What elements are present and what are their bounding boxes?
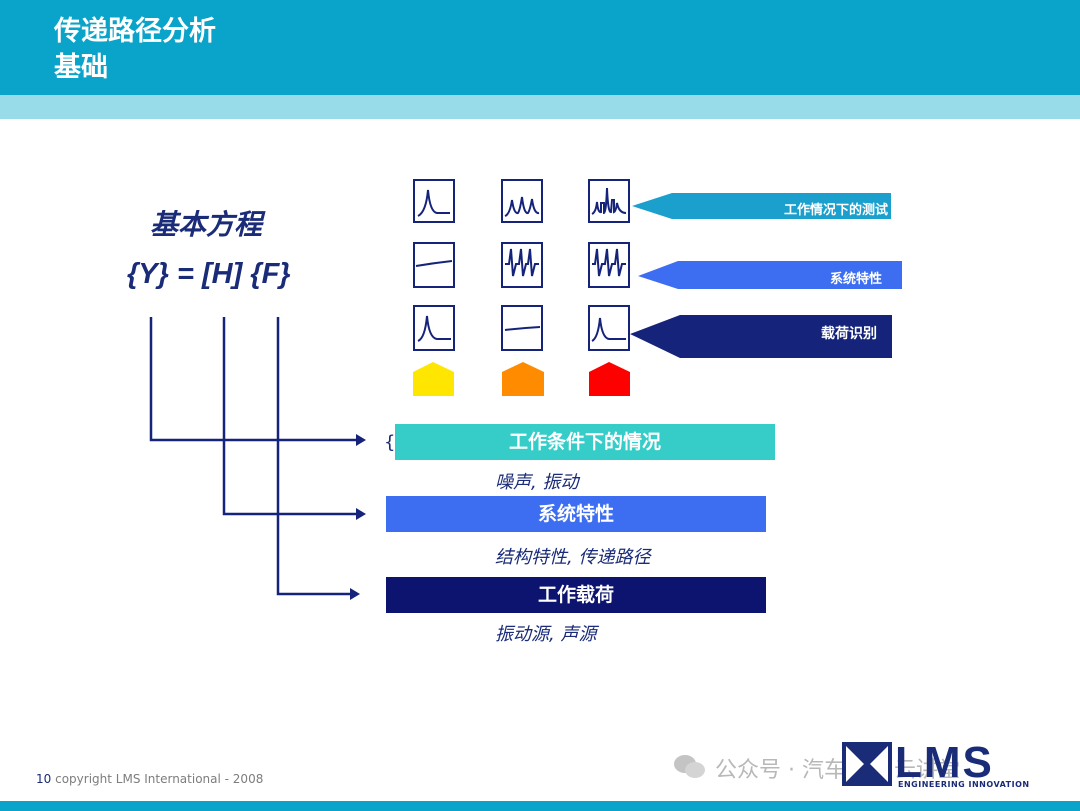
vibration-source-red-icon (589, 362, 630, 396)
footer-band (0, 801, 1080, 811)
load-spectrum-icon (588, 305, 630, 351)
working-load-bar: 工作载荷 (386, 577, 766, 613)
test-arrow-label: 工作情况下的测试 (784, 203, 889, 218)
arrowhead-f (350, 588, 360, 600)
system-characteristics-bar: 系统特性 (386, 496, 766, 532)
arrowhead-h (356, 508, 366, 520)
copyright-text: copyright LMS International - 2008 (55, 772, 264, 786)
equation-formula: {Y} = [H] {F} (127, 258, 291, 290)
wechat-icon (674, 755, 705, 778)
test-arrow-shape (632, 193, 891, 219)
header-strip (0, 95, 1080, 119)
response-plot-icon (588, 179, 630, 223)
logo-name: LMS (895, 738, 994, 787)
vibration-source-orange-icon (502, 362, 544, 396)
slide-title-line1: 传递路径分析 (54, 16, 216, 47)
connector-y (149, 317, 356, 442)
working-load-label: 工作载荷 (537, 584, 614, 606)
operating-condition-desc: 噪声, 振动 (495, 472, 579, 493)
load-arrow-shape (630, 315, 892, 358)
response-plot-icon (413, 179, 455, 223)
vibration-source-yellow-icon (413, 362, 454, 396)
lms-logo-icon (842, 742, 892, 786)
logo-tagline: ENGINEERING INNOVATION (898, 780, 1030, 789)
connector-h (222, 317, 356, 516)
connector-f (276, 317, 350, 596)
brace-glyph: { (384, 432, 396, 453)
system-characteristics-desc: 结构特性, 传递路径 (495, 547, 651, 568)
response-plot-icon (501, 179, 543, 223)
header-band (0, 0, 1080, 95)
transfer-function-icon (501, 242, 543, 288)
operating-condition-label: 工作条件下的情况 (508, 431, 661, 453)
slide-title-line2: 基础 (54, 52, 108, 83)
working-load-desc: 振动源, 声源 (495, 624, 597, 645)
system-arrow-label: 系统特性 (830, 272, 883, 287)
transfer-function-icon (588, 242, 630, 288)
footer-copyright: 10 copyright LMS International - 2008 (36, 772, 263, 786)
load-spectrum-icon (501, 305, 543, 351)
load-spectrum-icon (413, 305, 455, 351)
arrowhead-y (356, 434, 366, 446)
page-number: 10 (36, 772, 52, 786)
equation-title: 基本方程 (150, 208, 263, 241)
load-arrow-label: 载荷识别 (821, 326, 877, 342)
system-characteristics-label: 系统特性 (537, 503, 614, 525)
transfer-function-icon (413, 242, 455, 288)
watermark-text: 公众号 · 汽车NVH云讲堂 (715, 758, 961, 783)
system-arrow-shape (638, 261, 902, 289)
operating-condition-bar: 工作条件下的情况 (395, 424, 775, 460)
